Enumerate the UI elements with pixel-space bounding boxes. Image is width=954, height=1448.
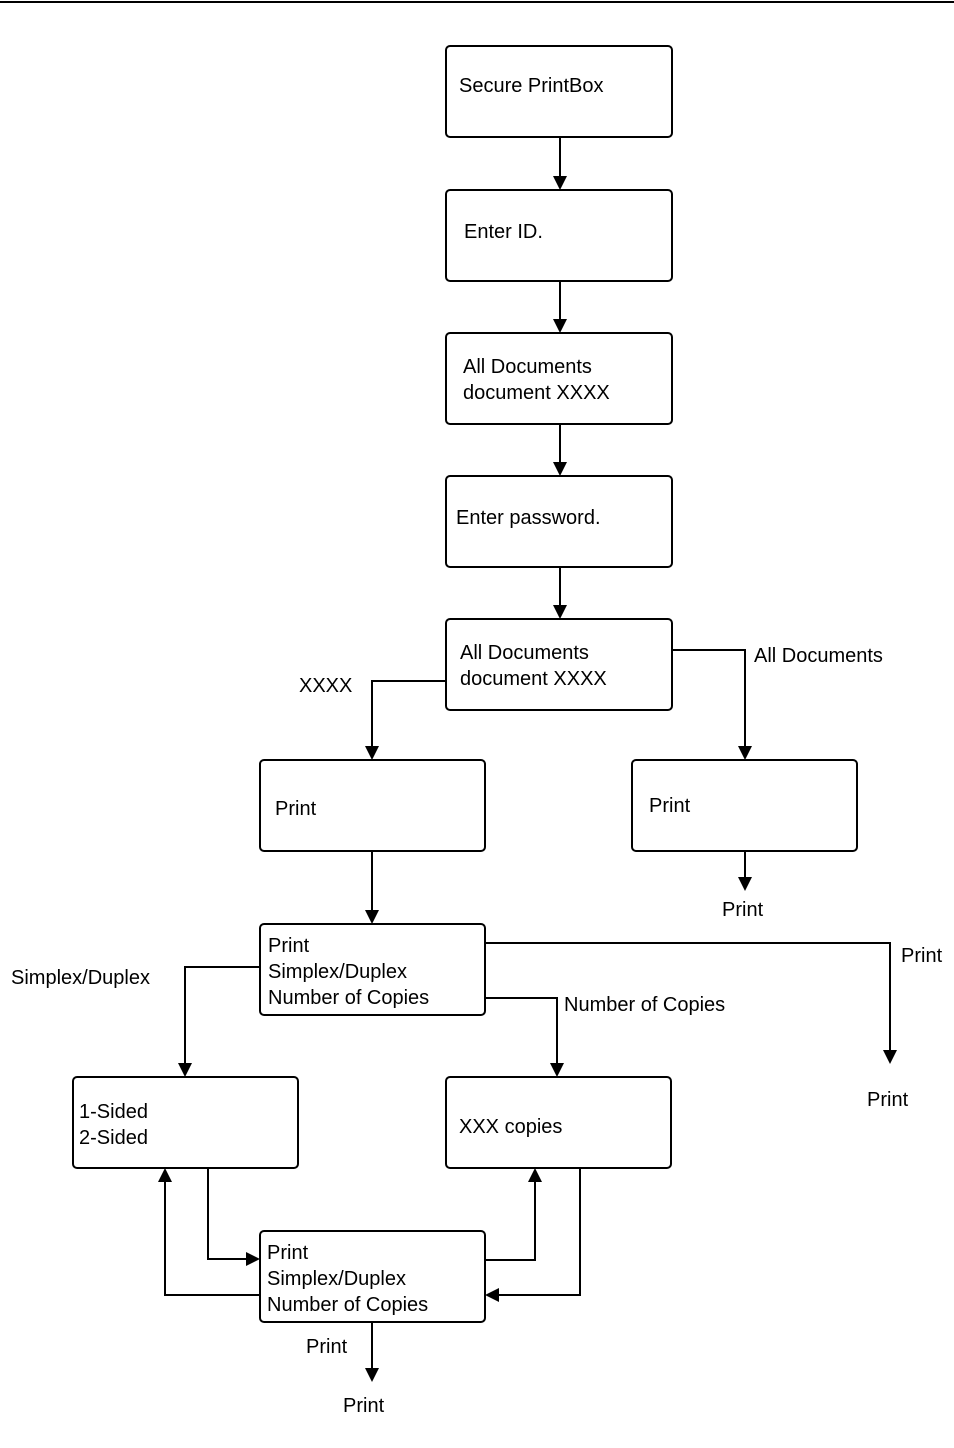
node-label: Print: [649, 795, 691, 817]
node-label: XXX copies: [459, 1116, 562, 1138]
node-label: Enter ID.: [464, 221, 543, 243]
edge-n5-n7: [672, 649, 752, 760]
node-print-right: Print: [631, 759, 858, 852]
node-label: Number of Copies: [268, 987, 429, 1009]
edge-label-print-right-bottom: Print: [867, 1089, 909, 1111]
edge-label-print-right-top: Print: [901, 945, 943, 967]
edge-n8-n9: [178, 966, 260, 1077]
node-label: Print: [267, 1242, 309, 1264]
node-all-documents-1: All Documents document XXXX: [445, 332, 673, 425]
node-label: 2-Sided: [79, 1127, 148, 1149]
node-label: Print: [268, 935, 310, 957]
edge-n11-n10: [485, 1168, 542, 1261]
node-label: Simplex/Duplex: [268, 961, 407, 983]
edge-n10-n11: [485, 1168, 581, 1302]
node-print-options-2: Print Simplex/Duplex Number of Copies: [259, 1230, 486, 1323]
edge-n2-n3: [553, 281, 567, 333]
edge-label-number-of-copies: Number of Copies: [564, 994, 725, 1016]
edge-n11-print: [365, 1322, 379, 1382]
edge-label-xxxx: XXXX: [299, 675, 352, 697]
node-label: Number of Copies: [267, 1294, 428, 1316]
edge-n8-n10: [485, 997, 564, 1077]
edge-n3-n4: [553, 424, 567, 476]
edge-n11-n9: [158, 1168, 260, 1296]
edge-label-print-after-all: Print: [722, 899, 764, 921]
node-label: 1-Sided: [79, 1101, 148, 1123]
node-print-left: Print: [259, 759, 486, 852]
node-copies: XXX copies: [445, 1076, 672, 1169]
node-label: All Documents: [463, 356, 592, 378]
edge-n9-n11: [207, 1168, 260, 1266]
node-label: document XXXX: [463, 382, 610, 404]
node-label: All Documents: [460, 642, 589, 664]
edge-n8-print: [485, 942, 897, 1064]
edge-n6-n8: [365, 851, 379, 924]
edge-label-print-final-top: Print: [306, 1336, 348, 1358]
node-label: Secure PrintBox: [459, 75, 604, 97]
node-label: Print: [275, 798, 317, 820]
node-all-documents-2: All Documents document XXXX: [445, 618, 673, 711]
node-print-options-1: Print Simplex/Duplex Number of Copies: [259, 923, 486, 1016]
node-label: Simplex/Duplex: [267, 1268, 406, 1290]
edge-label-print-final-bottom: Print: [343, 1395, 385, 1417]
node-enter-id: Enter ID.: [445, 189, 673, 282]
edge-n4-n5: [553, 567, 567, 619]
node-sided-options: 1-Sided 2-Sided: [72, 1076, 299, 1169]
edge-label-simplex-duplex: Simplex/Duplex: [11, 967, 150, 989]
node-label: Enter password.: [456, 507, 601, 529]
node-secure-printbox: Secure PrintBox: [445, 45, 673, 138]
edge-n7-print: [738, 851, 752, 891]
edge-n1-n2: [553, 137, 567, 190]
node-label: document XXXX: [460, 668, 607, 690]
edge-n5-n6: [365, 680, 446, 760]
edge-label-all-documents: All Documents: [754, 645, 883, 667]
node-enter-password: Enter password.: [445, 475, 673, 568]
